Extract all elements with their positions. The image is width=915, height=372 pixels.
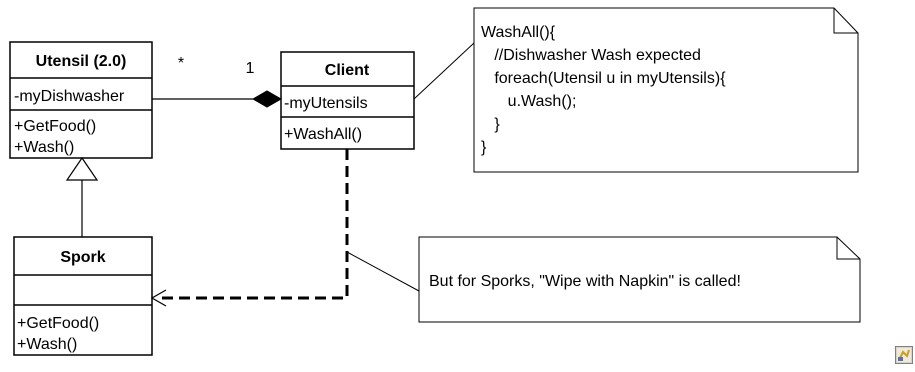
spork-behavior-note[interactable]: But for Sporks, "Wipe with Napkin" is ca… [346, 236, 861, 323]
spork-note-text: But for Sporks, "Wipe with Napkin" is ca… [429, 273, 741, 290]
code-line-5: } [481, 116, 500, 133]
dependency-arrowhead [150, 289, 167, 307]
client-operation-washall: +WashAll() [284, 126, 362, 143]
utensil-operation-wash: +Wash() [14, 139, 74, 156]
note-connector [346, 251, 420, 292]
inheritance-triangle [65, 156, 99, 181]
spork-class-name: Spork [60, 249, 105, 266]
client-multiplicity: 1 [246, 60, 255, 77]
code-line-4: u.Wash(); [481, 93, 576, 110]
generalization-arrow [65, 156, 99, 237]
utensil-class-name: Utensil (2.0) [36, 53, 127, 70]
code-line-1: WashAll(){ [481, 24, 556, 41]
code-line-3: foreach(Utensil u in myUtensils){ [481, 70, 726, 87]
utensil-operation-getfood: +GetFood() [14, 118, 96, 135]
client-attribute: -myUtensils [284, 95, 368, 112]
code-line-6: } [481, 139, 487, 156]
note-connector [413, 42, 475, 100]
utensil-attribute: -myDishwasher [14, 88, 125, 105]
code-line-2: //Dishwasher Wash expected [481, 47, 701, 64]
spork-operation-getfood: +GetFood() [17, 315, 99, 332]
spork-class[interactable]: Spork +GetFood() +Wash() [13, 236, 153, 356]
spork-operation-wash: +Wash() [17, 336, 77, 353]
utensil-class[interactable]: Utensil (2.0) -myDishwasher +GetFood() +… [9, 41, 153, 159]
dependency-arrow [150, 149, 349, 307]
composition-association: * 1 [152, 55, 283, 108]
utensil-multiplicity: * [178, 55, 184, 72]
client-class[interactable]: Client -myUtensils +WashAll() [280, 51, 415, 150]
washall-code-note[interactable]: WashAll(){ //Dishwasher Wash expected fo… [413, 7, 859, 173]
client-class-name: Client [325, 62, 370, 79]
composition-diamond [251, 90, 283, 108]
app-icon[interactable] [895, 346, 913, 364]
